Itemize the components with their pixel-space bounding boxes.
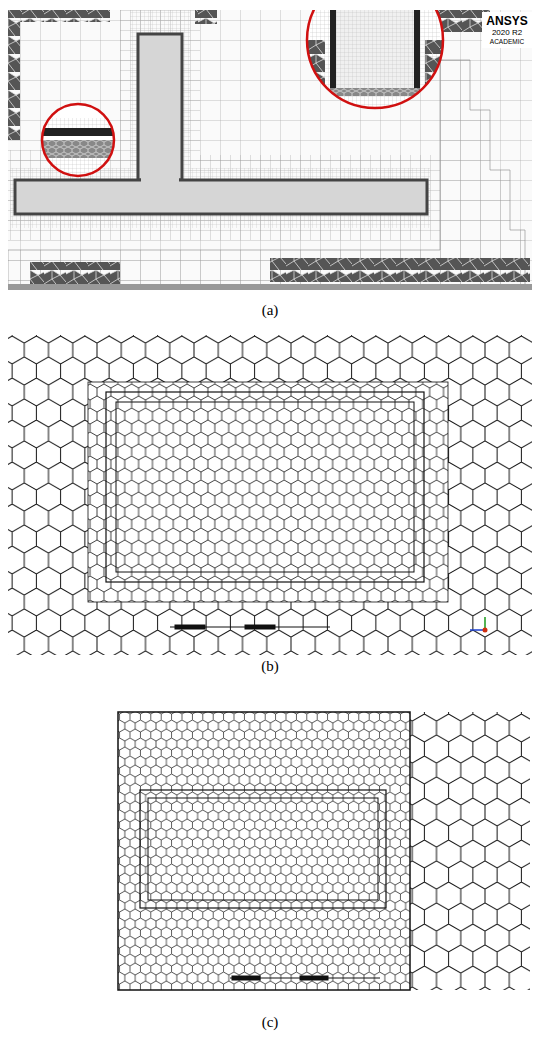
scale-bar bbox=[170, 625, 330, 629]
software-version: 2020 R2 bbox=[492, 28, 522, 37]
panel-label: (c) bbox=[262, 1014, 279, 1031]
software-logo: ANSYS bbox=[486, 14, 527, 28]
axis-triad bbox=[470, 617, 488, 633]
panel-label: (a) bbox=[262, 302, 279, 319]
panel-label: (b) bbox=[261, 658, 279, 675]
license-label: ACADEMIC bbox=[490, 38, 524, 45]
